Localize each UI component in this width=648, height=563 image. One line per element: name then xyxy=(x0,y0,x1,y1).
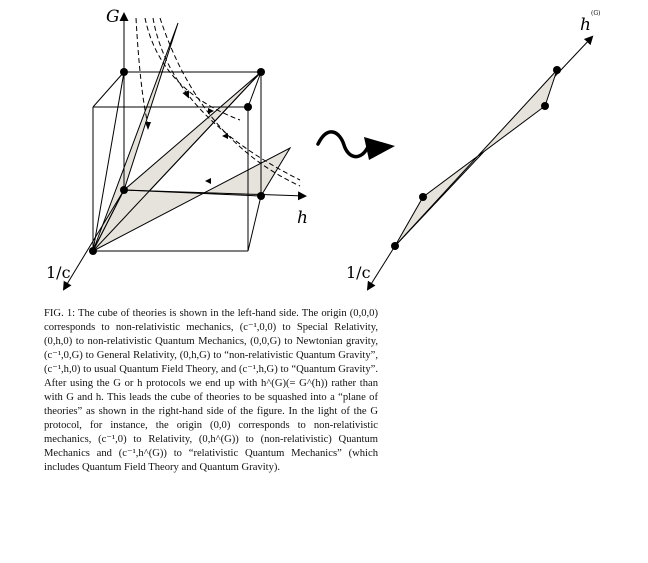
h-axis-label: h xyxy=(297,208,308,228)
figure-caption: FIG. 1: The cube of theories is shown in… xyxy=(44,308,378,473)
right-c-axis-label: 1/c xyxy=(346,263,371,282)
cube-edges xyxy=(92,71,262,252)
flow-arrowheads xyxy=(145,90,228,184)
cube-of-theories-figure: G h 1/c h (G) 1/c xyxy=(46,7,600,291)
plane-diagram: h (G) 1/c xyxy=(346,10,600,291)
right-h-axis-label: h xyxy=(580,15,591,35)
c-axis xyxy=(62,189,125,291)
protocol-flow-lines xyxy=(135,17,301,187)
g-axis-label: G xyxy=(106,7,120,27)
cube-diagram: G h 1/c xyxy=(46,7,308,291)
right-h-axis-superscript: (G) xyxy=(591,10,600,17)
c-axis-label: 1/c xyxy=(46,263,71,282)
cube-vertices xyxy=(89,68,265,255)
squiggle-arrow-icon xyxy=(316,130,395,160)
right-c-axis xyxy=(366,245,396,291)
plane-vertices xyxy=(391,66,561,250)
h-axis xyxy=(123,189,307,201)
plane-of-theories xyxy=(394,69,558,247)
